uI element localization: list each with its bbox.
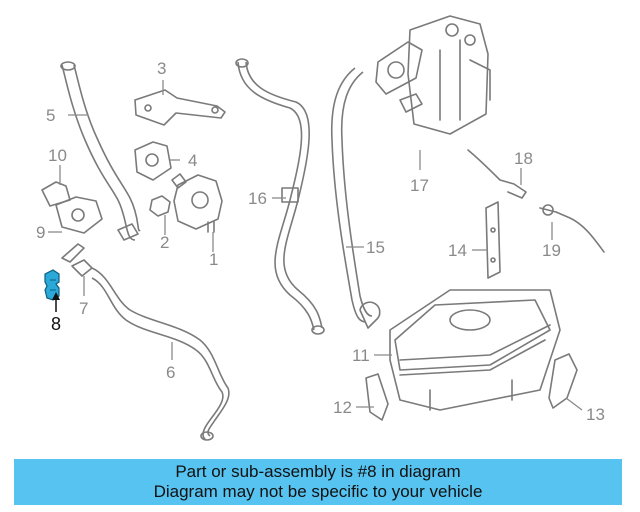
callout-8: 8 xyxy=(51,314,61,334)
callout-16: 16 xyxy=(248,189,267,208)
callout-17: 17 xyxy=(410,176,429,195)
part-16-hose xyxy=(235,58,325,335)
callout-11: 11 xyxy=(352,346,370,365)
banner-line-2: Diagram may not be specific to your vehi… xyxy=(153,482,483,501)
part-11-housing xyxy=(389,289,561,411)
leader-lines xyxy=(48,80,583,411)
part-8-highlighted xyxy=(44,269,60,301)
callout-3: 3 xyxy=(157,59,166,78)
callout-10: 10 xyxy=(48,146,67,165)
part-6-hose xyxy=(91,267,230,441)
callout-labels: 1 2 3 4 5 6 7 8 9 10 11 12 13 14 15 16 1… xyxy=(36,59,605,424)
callout-4: 4 xyxy=(188,151,197,170)
callout-15: 15 xyxy=(366,238,385,257)
callout-12: 12 xyxy=(333,398,352,417)
callout-18: 18 xyxy=(514,149,533,168)
part-7-fitting xyxy=(61,243,93,277)
callout-6: 6 xyxy=(166,363,175,382)
part-1-valve xyxy=(171,173,223,233)
callout-19: 19 xyxy=(542,241,561,260)
part-13-bracket xyxy=(548,353,578,409)
banner-line-1: Part or sub-assembly is #8 in diagram xyxy=(175,462,461,481)
part-12-bracket xyxy=(365,373,389,421)
callout-9: 9 xyxy=(36,223,45,242)
part-2-small-valve xyxy=(149,195,171,217)
callout-2: 2 xyxy=(160,233,169,252)
part-17-air-pump xyxy=(375,15,491,135)
part-14-bracket xyxy=(485,201,501,279)
callout-5: 5 xyxy=(46,106,55,125)
part-9-10-actuator xyxy=(41,181,103,234)
parts-diagram: 1 2 3 4 5 6 7 8 9 10 11 12 13 14 15 16 1… xyxy=(36,15,605,441)
callout-13: 13 xyxy=(586,405,605,424)
part-4-gasket xyxy=(134,141,172,181)
part-15-hose xyxy=(330,67,381,329)
info-banner: Part or sub-assembly is #8 in diagram Di… xyxy=(14,459,622,505)
part-19-sensor xyxy=(539,204,605,253)
callout-14: 14 xyxy=(448,241,467,260)
part-5-hose xyxy=(60,61,141,241)
callout-7: 7 xyxy=(79,299,88,318)
part-18-sensor xyxy=(467,149,527,199)
callout-1: 1 xyxy=(209,250,218,269)
part-3-bracket xyxy=(134,89,226,126)
